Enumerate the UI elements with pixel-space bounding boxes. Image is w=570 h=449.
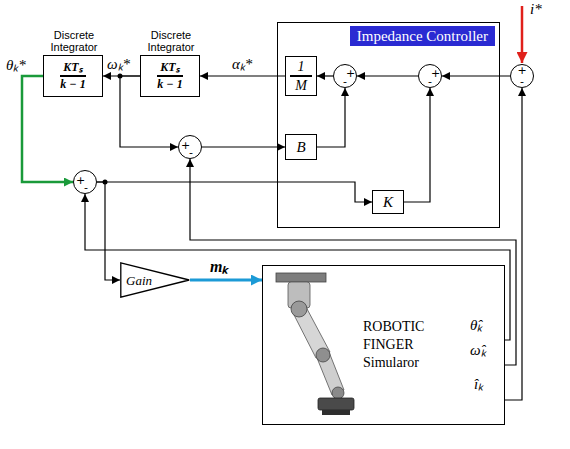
robotic-finger-illustration xyxy=(276,273,354,415)
simulator-title: ROBOTIC FINGER Simularor xyxy=(363,318,447,372)
signal-name: αₖ* xyxy=(232,55,252,73)
fraction: KTₛ k − 1 xyxy=(157,61,182,90)
summing-junction: +- xyxy=(178,135,202,159)
signal-line xyxy=(505,88,522,400)
sign-mark: - xyxy=(520,76,524,87)
gain-triangle-shape xyxy=(121,263,189,297)
sign-holder: + xyxy=(518,65,527,76)
sign-mark: - xyxy=(189,147,193,158)
sign-mark: + xyxy=(76,175,85,186)
simulator-text-holder: ROBOTIC FINGER Simularor xyxy=(363,318,447,372)
signal-label-holder: i* xyxy=(530,0,542,18)
signal-line xyxy=(85,194,510,340)
sign-holder: - xyxy=(189,147,193,158)
signal-line xyxy=(404,88,430,202)
fraction-bar xyxy=(60,75,85,76)
signal-label-holder: îₖ xyxy=(474,375,483,393)
transfer-denominator: M xyxy=(295,78,307,93)
signal-line xyxy=(317,88,345,147)
inertia-box: 1M xyxy=(285,56,317,96)
summing-junction: +- xyxy=(418,64,442,88)
transfer-numerator: KTₛ xyxy=(63,61,82,74)
signal-label-holder: θ̂ₖ xyxy=(470,316,482,334)
controller-region: Impedance Controller1MBK+-+- xyxy=(277,22,500,228)
transfer-numerator: 1 xyxy=(298,59,305,74)
signal-line xyxy=(190,159,516,365)
sign-holder: - xyxy=(84,182,88,193)
simulator-box: ROBOTIC FINGER Simularor xyxy=(262,265,505,425)
integrator-block: KTₛk − 1Discrete Integrator xyxy=(43,55,103,97)
sign-mark: - xyxy=(428,76,432,87)
transfer-numerator: KTₛ xyxy=(160,61,179,74)
region-title: Impedance Controller xyxy=(350,26,495,46)
fraction: 1M xyxy=(290,59,312,92)
parameter-symbol: B xyxy=(296,139,305,155)
signal-name: ω̂ₖ xyxy=(470,341,486,359)
sign-holder: + xyxy=(431,68,440,79)
fingertip-pad xyxy=(322,410,350,415)
fingertip xyxy=(318,398,354,410)
gain-triangle: Gain xyxy=(120,262,190,298)
signal-name: θ̂ₖ xyxy=(470,316,482,334)
gain-text-holder: Gain xyxy=(126,273,152,288)
signal-line xyxy=(190,279,262,282)
signal-line xyxy=(202,146,285,147)
summing-junction: +- xyxy=(73,170,97,194)
signal-label-holder: θₖ* xyxy=(6,56,26,74)
sign-holder: + xyxy=(76,175,85,186)
signal-label-holder: αₖ* xyxy=(232,55,252,73)
joint xyxy=(291,301,307,317)
gain-label: Gain xyxy=(126,273,152,288)
signal-label-holder: ωₖ* xyxy=(107,55,130,73)
sign-holder: - xyxy=(343,76,347,87)
signal-line xyxy=(97,182,120,280)
integrator-block: KTₛk − 1Discrete Integrator xyxy=(140,55,200,97)
sign-holder: + xyxy=(181,140,190,151)
sign-mark: + xyxy=(518,65,527,76)
summing-junction: +- xyxy=(510,64,534,88)
joint xyxy=(316,348,330,362)
reference-arrow xyxy=(521,6,524,63)
signal-line xyxy=(200,75,285,76)
region-title-holder: Impedance Controller xyxy=(350,26,495,46)
damping-box: B xyxy=(285,134,317,160)
signal-line xyxy=(317,75,333,76)
block-heading: Discrete Integrator xyxy=(129,29,213,53)
sign-mark: + xyxy=(181,140,190,151)
stiffness-box: K xyxy=(372,190,404,214)
signal-name: îₖ xyxy=(474,375,483,393)
sign-holder: - xyxy=(520,76,524,87)
signal-name: i* xyxy=(530,0,542,18)
block-heading: Discrete Integrator xyxy=(32,29,116,53)
transfer-denominator: k − 1 xyxy=(60,78,85,91)
signal-label-holder: ω̂ₖ xyxy=(470,341,486,359)
sign-mark: - xyxy=(343,76,347,87)
sign-holder: + xyxy=(346,68,355,79)
parameter-symbol: K xyxy=(383,194,393,210)
fraction-bar xyxy=(290,75,312,76)
sign-mark: + xyxy=(431,68,440,79)
block-heading-holder: Discrete Integrator xyxy=(129,29,213,53)
summing-junction: +- xyxy=(333,64,357,88)
signal-label-holder: mₖ xyxy=(210,258,228,276)
signal-line xyxy=(97,182,372,202)
base-plate xyxy=(276,273,326,282)
sign-holder: - xyxy=(428,76,432,87)
signal-name: θₖ* xyxy=(6,56,26,74)
sign-mark: - xyxy=(84,182,88,193)
transfer-denominator: k − 1 xyxy=(157,78,182,91)
block-heading-holder: Discrete Integrator xyxy=(32,29,116,53)
connector-group xyxy=(22,76,522,400)
signal-name: ωₖ* xyxy=(107,55,130,73)
signal-name: mₖ xyxy=(210,258,228,276)
fraction-bar xyxy=(157,75,182,76)
signal-line xyxy=(357,75,418,76)
fraction: KTₛ k − 1 xyxy=(60,61,85,90)
joint xyxy=(332,387,344,399)
sign-mark: + xyxy=(346,68,355,79)
